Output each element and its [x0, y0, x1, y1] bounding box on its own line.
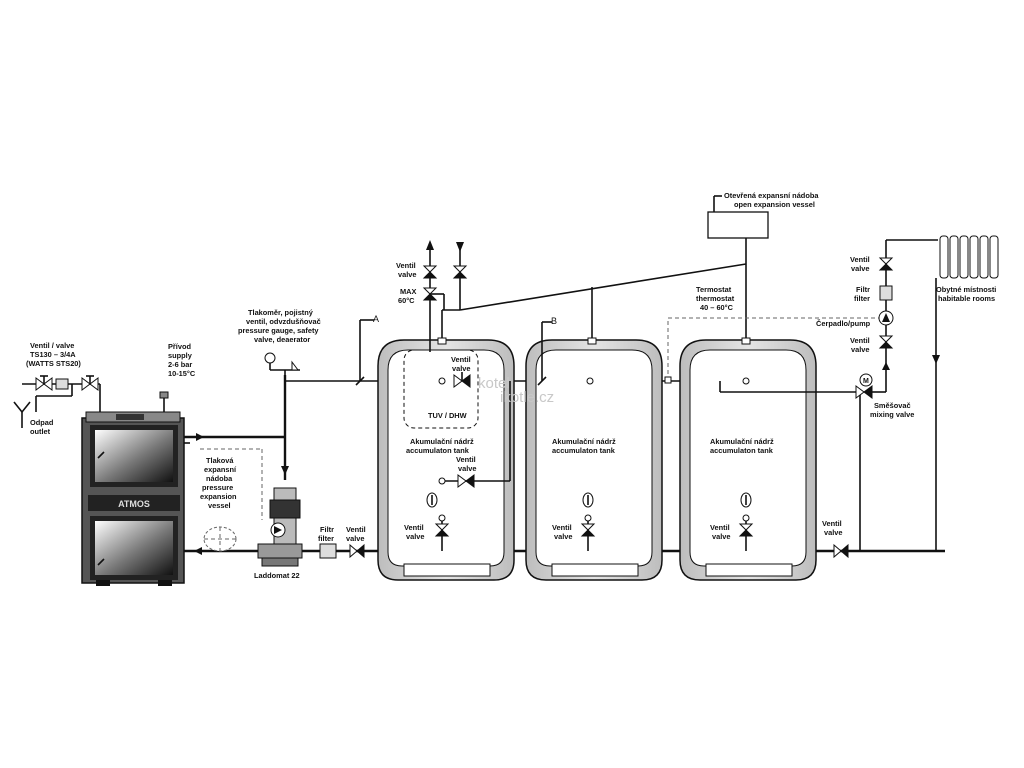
- accumulation-tank-2: [525, 339, 663, 581]
- label-ventil-right-top-1: Ventil: [850, 255, 870, 264]
- right-valves: [878, 257, 894, 349]
- label-point-a: A: [373, 314, 379, 324]
- label-ventil-bottom-2: valve: [346, 534, 365, 543]
- label-tank1-mid-valve-2: valve: [458, 464, 477, 473]
- label-privod-4: 10-15°C: [168, 369, 196, 378]
- laddomat-22: [257, 487, 303, 567]
- label-motor: M: [863, 378, 869, 385]
- boiler-brand-plate: [88, 495, 180, 511]
- label-ventil-right-mid-1: Ventil: [850, 336, 870, 345]
- label-tank3-bottom-valve-2: valve: [712, 532, 731, 541]
- label-max-2: 60°C: [398, 296, 415, 305]
- label-laddomat: Laddomat 22: [254, 571, 300, 580]
- label-tlakomer-3: pressure gauge, safety: [238, 326, 319, 335]
- label-dhw-valve-2: valve: [452, 364, 471, 373]
- label-termostat-3: 40 – 60°C: [700, 303, 734, 312]
- watermark-line2: ikotle.cz: [500, 389, 554, 406]
- label-tank1-bottom-valve-1: Ventil: [404, 523, 424, 532]
- filter-icon: [319, 543, 337, 559]
- label-termostat-2: thermostat: [696, 294, 735, 303]
- label-tlakova-6: vessel: [208, 501, 231, 510]
- label-tank1-2: accumulaton tank: [406, 446, 470, 455]
- label-filtr-bottom-2: filter: [318, 534, 334, 543]
- label-tank1-bottom-valve-2: valve: [406, 532, 425, 541]
- label-dhw-valve-1: Ventil: [451, 355, 471, 364]
- thermometer-icons: [426, 492, 752, 508]
- label-smesovac-2: mixing valve: [870, 410, 914, 419]
- label-ventil-right-mid-2: valve: [851, 345, 870, 354]
- dhw-coil: [403, 349, 479, 429]
- label-tlakomer-1: Tlakoměr, pojistný: [248, 308, 314, 317]
- label-privod-1: Přívod: [168, 342, 191, 351]
- label-ventil-top-1: Ventil: [396, 261, 416, 270]
- radiator-icon: [939, 235, 999, 279]
- label-tlakova-4: pressure: [202, 483, 233, 492]
- label-termostat-1: Termostat: [696, 285, 732, 294]
- accumulation-tank-3: [679, 339, 817, 581]
- bottom-right-valve: [833, 543, 849, 559]
- label-tank2-bottom-valve-2: valve: [554, 532, 573, 541]
- label-ventil-right-bottom-2: valve: [824, 528, 843, 537]
- label-smesovac-1: Směšovač: [874, 401, 911, 410]
- open-expansion-vessel: [707, 211, 769, 239]
- label-privod-3: 2-6 bar: [168, 360, 192, 369]
- pressure-gauge-icon: [264, 352, 300, 381]
- watermark-line1: kotel: [478, 375, 510, 392]
- pressure-expansion-vessel: [200, 448, 263, 552]
- boiler: ATMOS: [81, 411, 185, 586]
- label-tlakova-3: nádoba: [206, 474, 233, 483]
- label-filtr-bottom-1: Filtr: [320, 525, 334, 534]
- bottom-valve-icon: [349, 543, 365, 559]
- label-tank1-1: Akumulační nádrž: [410, 437, 474, 446]
- label-open-expansion-2: open expansion vessel: [734, 200, 815, 209]
- label-tlakomer-4: valve, deaerator: [254, 335, 310, 344]
- label-tuv: TUV / DHW: [428, 411, 467, 420]
- accumulation-tank-1: [377, 339, 515, 581]
- ts130-valve-group: [35, 375, 99, 412]
- label-tlakova-5: expansion: [200, 492, 237, 501]
- label-ventil-right-top-2: valve: [851, 264, 870, 273]
- mixing-valve: [855, 373, 873, 399]
- label-tank3-bottom-valve-1: Ventil: [710, 523, 730, 532]
- label-tank3-1: Akumulační nádrž: [710, 437, 774, 446]
- boiler-brand: ATMOS: [118, 499, 150, 509]
- label-tlakomer-2: ventil, odvzdušňovač: [246, 317, 321, 326]
- label-obytne-2: habitable rooms: [938, 294, 995, 303]
- label-cerpadlo: Čerpadlo/pump: [816, 319, 871, 328]
- label-filtr-right-2: filter: [854, 294, 870, 303]
- label-obytne-1: Obytné místnosti: [936, 285, 996, 294]
- label-point-b: B: [551, 316, 557, 326]
- drain-outlet-icon: [13, 401, 31, 428]
- label-tank2-bottom-valve-1: Ventil: [552, 523, 572, 532]
- label-filtr-right-1: Filtr: [856, 285, 870, 294]
- label-tlakova-1: Tlaková: [206, 456, 234, 465]
- label-tank1-mid-valve-1: Ventil: [456, 455, 476, 464]
- label-odpad-1: Odpad: [30, 418, 54, 427]
- label-ventil-right-bottom-1: Ventil: [822, 519, 842, 528]
- label-tank2-2: accumulaton tank: [552, 446, 616, 455]
- label-tank2-1: Akumulační nádrž: [552, 437, 616, 446]
- label-ts130-1: Ventil / valve: [30, 341, 74, 350]
- label-ventil-top-2: valve: [398, 270, 417, 279]
- label-odpad-2: outlet: [30, 427, 51, 436]
- dhw-valve-top: [422, 265, 468, 310]
- label-tlakova-2: expansní: [204, 465, 237, 474]
- label-ts130-2: TS130 – 3/4A: [30, 350, 76, 359]
- label-tank3-2: accumulaton tank: [710, 446, 774, 455]
- label-open-expansion-1: Otevřená expansní nádoba: [724, 191, 819, 200]
- label-privod-2: supply: [168, 351, 193, 360]
- tank-drain-valves: [434, 514, 754, 551]
- label-ventil-bottom-1: Ventil: [346, 525, 366, 534]
- label-ts130-3: (WATTS STS20): [26, 359, 81, 368]
- label-max-1: MAX: [400, 287, 416, 296]
